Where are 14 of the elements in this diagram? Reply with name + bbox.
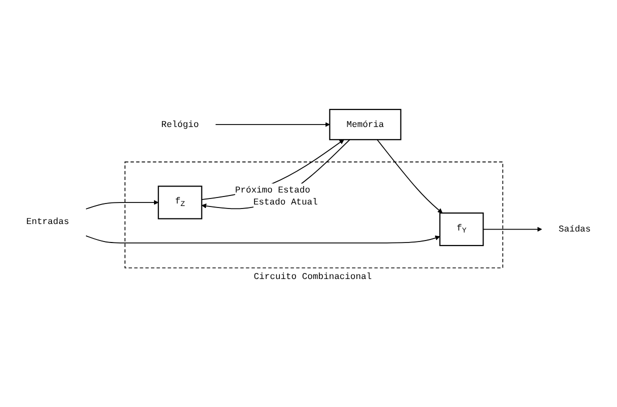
node-box: Memória <box>329 109 402 140</box>
node-box: f$_{Y}$ <box>439 212 484 246</box>
edge-label: Próximo Estado <box>235 185 310 196</box>
arrow <box>201 140 344 200</box>
arrow <box>482 227 542 232</box>
node-box: f$_{Z}$ <box>158 186 202 220</box>
node-text: Relógio <box>161 120 199 130</box>
arrow <box>215 122 330 128</box>
arrow <box>85 236 440 244</box>
node-text: Entradas <box>26 217 70 228</box>
edge-label: Estado Atual <box>253 197 318 208</box>
arrow <box>85 200 159 210</box>
node-text: Saídas <box>558 224 591 235</box>
arrow <box>376 140 443 214</box>
